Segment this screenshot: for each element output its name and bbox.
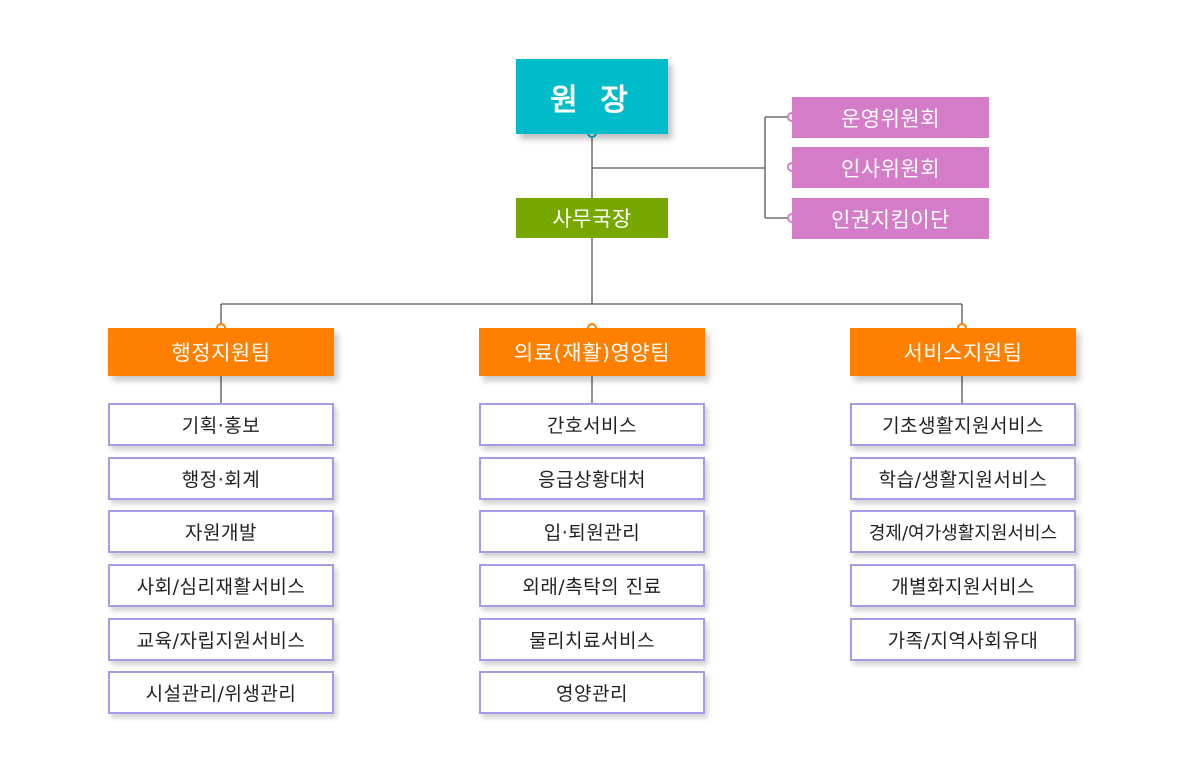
- secretary-box: 사무국장: [516, 198, 668, 238]
- team-item: 경제/여가생활지원서비스: [850, 510, 1076, 553]
- team-item-label: 시설관리/위생관리: [145, 683, 297, 705]
- director-box: 원 장: [516, 59, 668, 134]
- team-item: 자원개발: [108, 510, 334, 553]
- team-item: 외래/촉탁의 진료: [479, 564, 705, 607]
- committee-personnel: 인사위원회: [792, 147, 989, 188]
- team-item-label: 외래/촉탁의 진료: [522, 576, 662, 598]
- team-item-label: 행정·회계: [181, 469, 261, 491]
- committee-label: 인사위원회: [840, 156, 941, 181]
- team-item: 개별화지원서비스: [850, 564, 1076, 607]
- team-label: 의료(재활)영양팀: [513, 341, 671, 365]
- team-item-label: 학습/생활지원서비스: [878, 469, 1048, 491]
- team-item-label: 입·퇴원관리: [543, 522, 641, 544]
- team-item: 행정·회계: [108, 457, 334, 500]
- team-item: 기획·홍보: [108, 403, 334, 446]
- team-item-label: 기초생활지원서비스: [882, 415, 1044, 437]
- secretary-label: 사무국장: [552, 207, 632, 231]
- team-item-label: 영양관리: [556, 683, 628, 705]
- team-item-label: 경제/여가생활지원서비스: [868, 522, 1058, 544]
- team-item: 교육/자립지원서비스: [108, 618, 334, 661]
- team-service-support: 서비스지원팀: [850, 328, 1076, 376]
- committee-label: 인권지킴이단: [831, 207, 950, 232]
- team-item: 시설관리/위생관리: [108, 671, 334, 714]
- team-item-label: 기획·홍보: [181, 415, 261, 437]
- director-label: 원 장: [550, 82, 634, 118]
- team-item-label: 응급상황대처: [538, 469, 646, 491]
- team-label: 서비스지원팀: [903, 341, 1023, 365]
- team-item: 학습/생활지원서비스: [850, 457, 1076, 500]
- team-label: 행정지원팀: [171, 341, 271, 365]
- team-item-label: 사회/심리재활서비스: [136, 576, 306, 598]
- team-item: 영양관리: [479, 671, 705, 714]
- team-medical-nutrition: 의료(재활)영양팀: [479, 328, 705, 376]
- team-item-label: 자원개발: [185, 522, 257, 544]
- team-item: 기초생활지원서비스: [850, 403, 1076, 446]
- team-item-label: 물리치료서비스: [529, 630, 655, 652]
- team-item-label: 교육/자립지원서비스: [136, 630, 306, 652]
- team-item: 입·퇴원관리: [479, 510, 705, 553]
- team-admin-support: 행정지원팀: [108, 328, 334, 376]
- team-item: 사회/심리재활서비스: [108, 564, 334, 607]
- committee-operations: 운영위원회: [792, 97, 989, 138]
- team-item: 가족/지역사회유대: [850, 618, 1076, 661]
- team-item-label: 가족/지역사회유대: [887, 630, 1039, 652]
- committee-human-rights: 인권지킴이단: [792, 198, 989, 239]
- team-item: 간호서비스: [479, 403, 705, 446]
- team-item-label: 개별화지원서비스: [891, 576, 1035, 598]
- team-item: 응급상황대처: [479, 457, 705, 500]
- committee-label: 운영위원회: [840, 106, 941, 131]
- team-item: 물리치료서비스: [479, 618, 705, 661]
- team-item-label: 간호서비스: [547, 415, 637, 437]
